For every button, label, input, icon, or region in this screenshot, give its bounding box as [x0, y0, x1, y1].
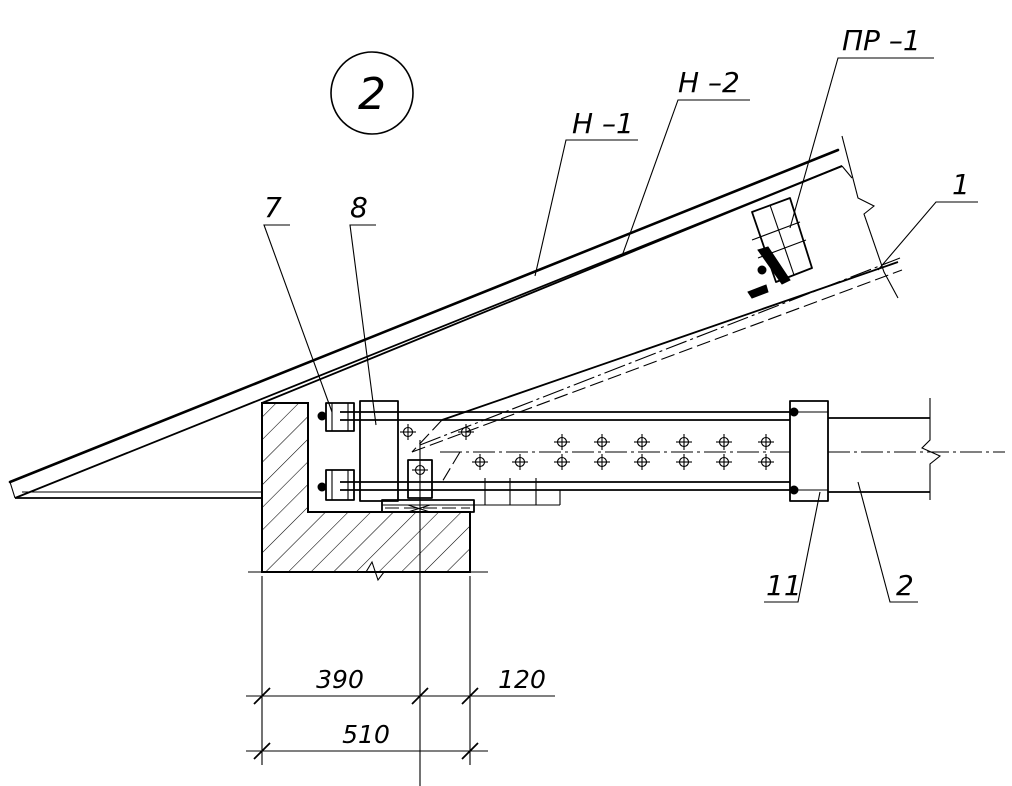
label-h1: Н –1 [572, 107, 634, 140]
label-11: 11 [766, 569, 802, 602]
dim-510: 510 [342, 720, 390, 749]
leader-lines [263, 57, 978, 603]
label-7: 7 [264, 191, 282, 224]
inclined-rafter [261, 135, 903, 453]
label-1: 1 [952, 168, 970, 201]
label-pr1: ПР –1 [842, 24, 921, 57]
label-h2: Н –2 [678, 66, 740, 99]
label-8: 8 [350, 191, 368, 224]
bolt-pattern [399, 423, 775, 479]
continuing-beam [828, 398, 1005, 500]
dim-120: 120 [498, 665, 546, 694]
label-2: 2 [896, 569, 914, 602]
end-plate [789, 400, 829, 502]
anchor-bolts [317, 402, 355, 501]
concrete-wall [248, 402, 488, 582]
callout-number: 2 [358, 69, 386, 120]
dimension-lines: 390 120 510 [246, 576, 555, 765]
support-plate [359, 400, 475, 513]
item-labels: Н –1 Н –2 ПР –1 1 7 8 11 2 [264, 24, 970, 602]
section-callout: 2 [330, 51, 414, 135]
purlin-pr1 [747, 197, 813, 299]
dim-390: 390 [316, 665, 364, 694]
roof-deck [8, 148, 853, 499]
